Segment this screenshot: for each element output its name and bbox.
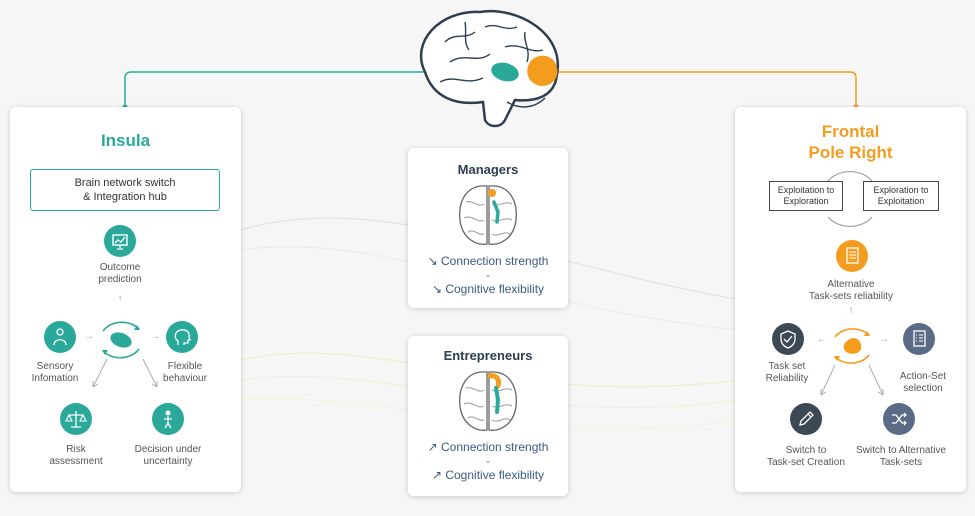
- frontal-title: Frontal Pole Right: [808, 122, 893, 162]
- shuffle-icon: [883, 403, 915, 435]
- managers-connection-line: ↘ Connection strength: [408, 254, 568, 268]
- entrepreneurs-title: Entrepreneurs: [443, 348, 533, 363]
- person-icon: [44, 321, 76, 353]
- creation-label: Switch to Task-set Creation: [767, 445, 845, 468]
- chart-icon: [104, 225, 136, 257]
- diagonal-arrows: [820, 364, 884, 396]
- left-arrow-icon: ←: [817, 334, 827, 345]
- entrepreneurs-connection-label: Connection strength: [441, 440, 549, 454]
- right-arrow-icon: →: [150, 331, 160, 342]
- up-arrow-icon: ↑: [848, 305, 854, 316]
- checklist-icon: [836, 240, 868, 272]
- right-arrow-icon: →: [84, 331, 94, 342]
- insula-brain-icon: [102, 321, 140, 359]
- exploitation-box: Exploitation to Exploration: [769, 181, 843, 211]
- action-label: Action-Set selection: [899, 371, 947, 394]
- up-arrow-icon: ↑: [117, 293, 123, 304]
- insula-title: Insula: [100, 131, 151, 150]
- pencil-icon: [790, 403, 822, 435]
- up-arrow-icon: ↗: [431, 468, 442, 482]
- sensory-label: Sensory Infomation: [31, 361, 79, 384]
- reliability-label: Task set Reliability: [765, 361, 809, 384]
- entrepreneurs-card: Entrepreneurs ↗ Connection strength ⌄ ↗ …: [408, 336, 568, 496]
- frontal-pole-panel: Frontal Pole Right Exploitation to Explo…: [735, 107, 966, 492]
- chevron-down-icon: ⌄: [484, 269, 492, 279]
- insula-hub-box: Brain network switch & Integration hub: [30, 169, 220, 211]
- insula-hub-label: Brain network switch & Integration hub: [74, 177, 176, 203]
- chevron-down-icon: ⌄: [484, 455, 492, 465]
- down-arrow-icon: ↘: [431, 282, 442, 296]
- entrepreneurs-flexibility-line: ↗ Cognitive flexibility: [408, 468, 568, 482]
- managers-title: Managers: [457, 162, 519, 177]
- brain-top-view-icon: [459, 371, 517, 431]
- alternative-label: Alternative Task-sets reliability: [809, 279, 893, 302]
- flexible-label: Flexible behaviour: [163, 361, 207, 384]
- insula-panel: Insula Brain network switch & Integratio…: [10, 107, 241, 492]
- exploration-box: Exploration to Exploitation: [863, 181, 939, 211]
- entrepreneurs-connection-line: ↗ Connection strength: [408, 440, 568, 454]
- brain-top-view-icon: [459, 185, 517, 245]
- head-icon: [166, 321, 198, 353]
- managers-flexibility-line: ↘ Cognitive flexibility: [408, 282, 568, 296]
- managers-card: Managers ↘ Connection strength ⌄ ↘ Cogni…: [408, 148, 568, 308]
- entrepreneurs-flexibility-label: Cognitive flexibility: [445, 468, 545, 482]
- cycle-arrows: [827, 171, 873, 227]
- down-arrow-icon: ↘: [427, 254, 438, 268]
- up-arrow-icon: ↗: [427, 440, 438, 454]
- managers-connection-label: Connection strength: [441, 254, 549, 268]
- outcome-label: Outcome prediction: [98, 262, 142, 285]
- scales-icon: [60, 403, 92, 435]
- switch-alt-label: Switch to Alternative Task-sets: [855, 445, 947, 468]
- diagonal-arrows: [92, 358, 158, 388]
- frontal-pole-icon: [834, 328, 870, 364]
- risk-label: Risk assessment: [49, 444, 103, 467]
- shield-check-icon: [772, 323, 804, 355]
- decision-person-icon: [152, 403, 184, 435]
- decision-label: Decision under uncertainty: [134, 444, 202, 467]
- brain-side-illustration: [419, 9, 560, 128]
- managers-flexibility-label: Cognitive flexibility: [445, 282, 545, 296]
- right-arrow-icon: →: [879, 334, 889, 345]
- list-icon: [903, 323, 935, 355]
